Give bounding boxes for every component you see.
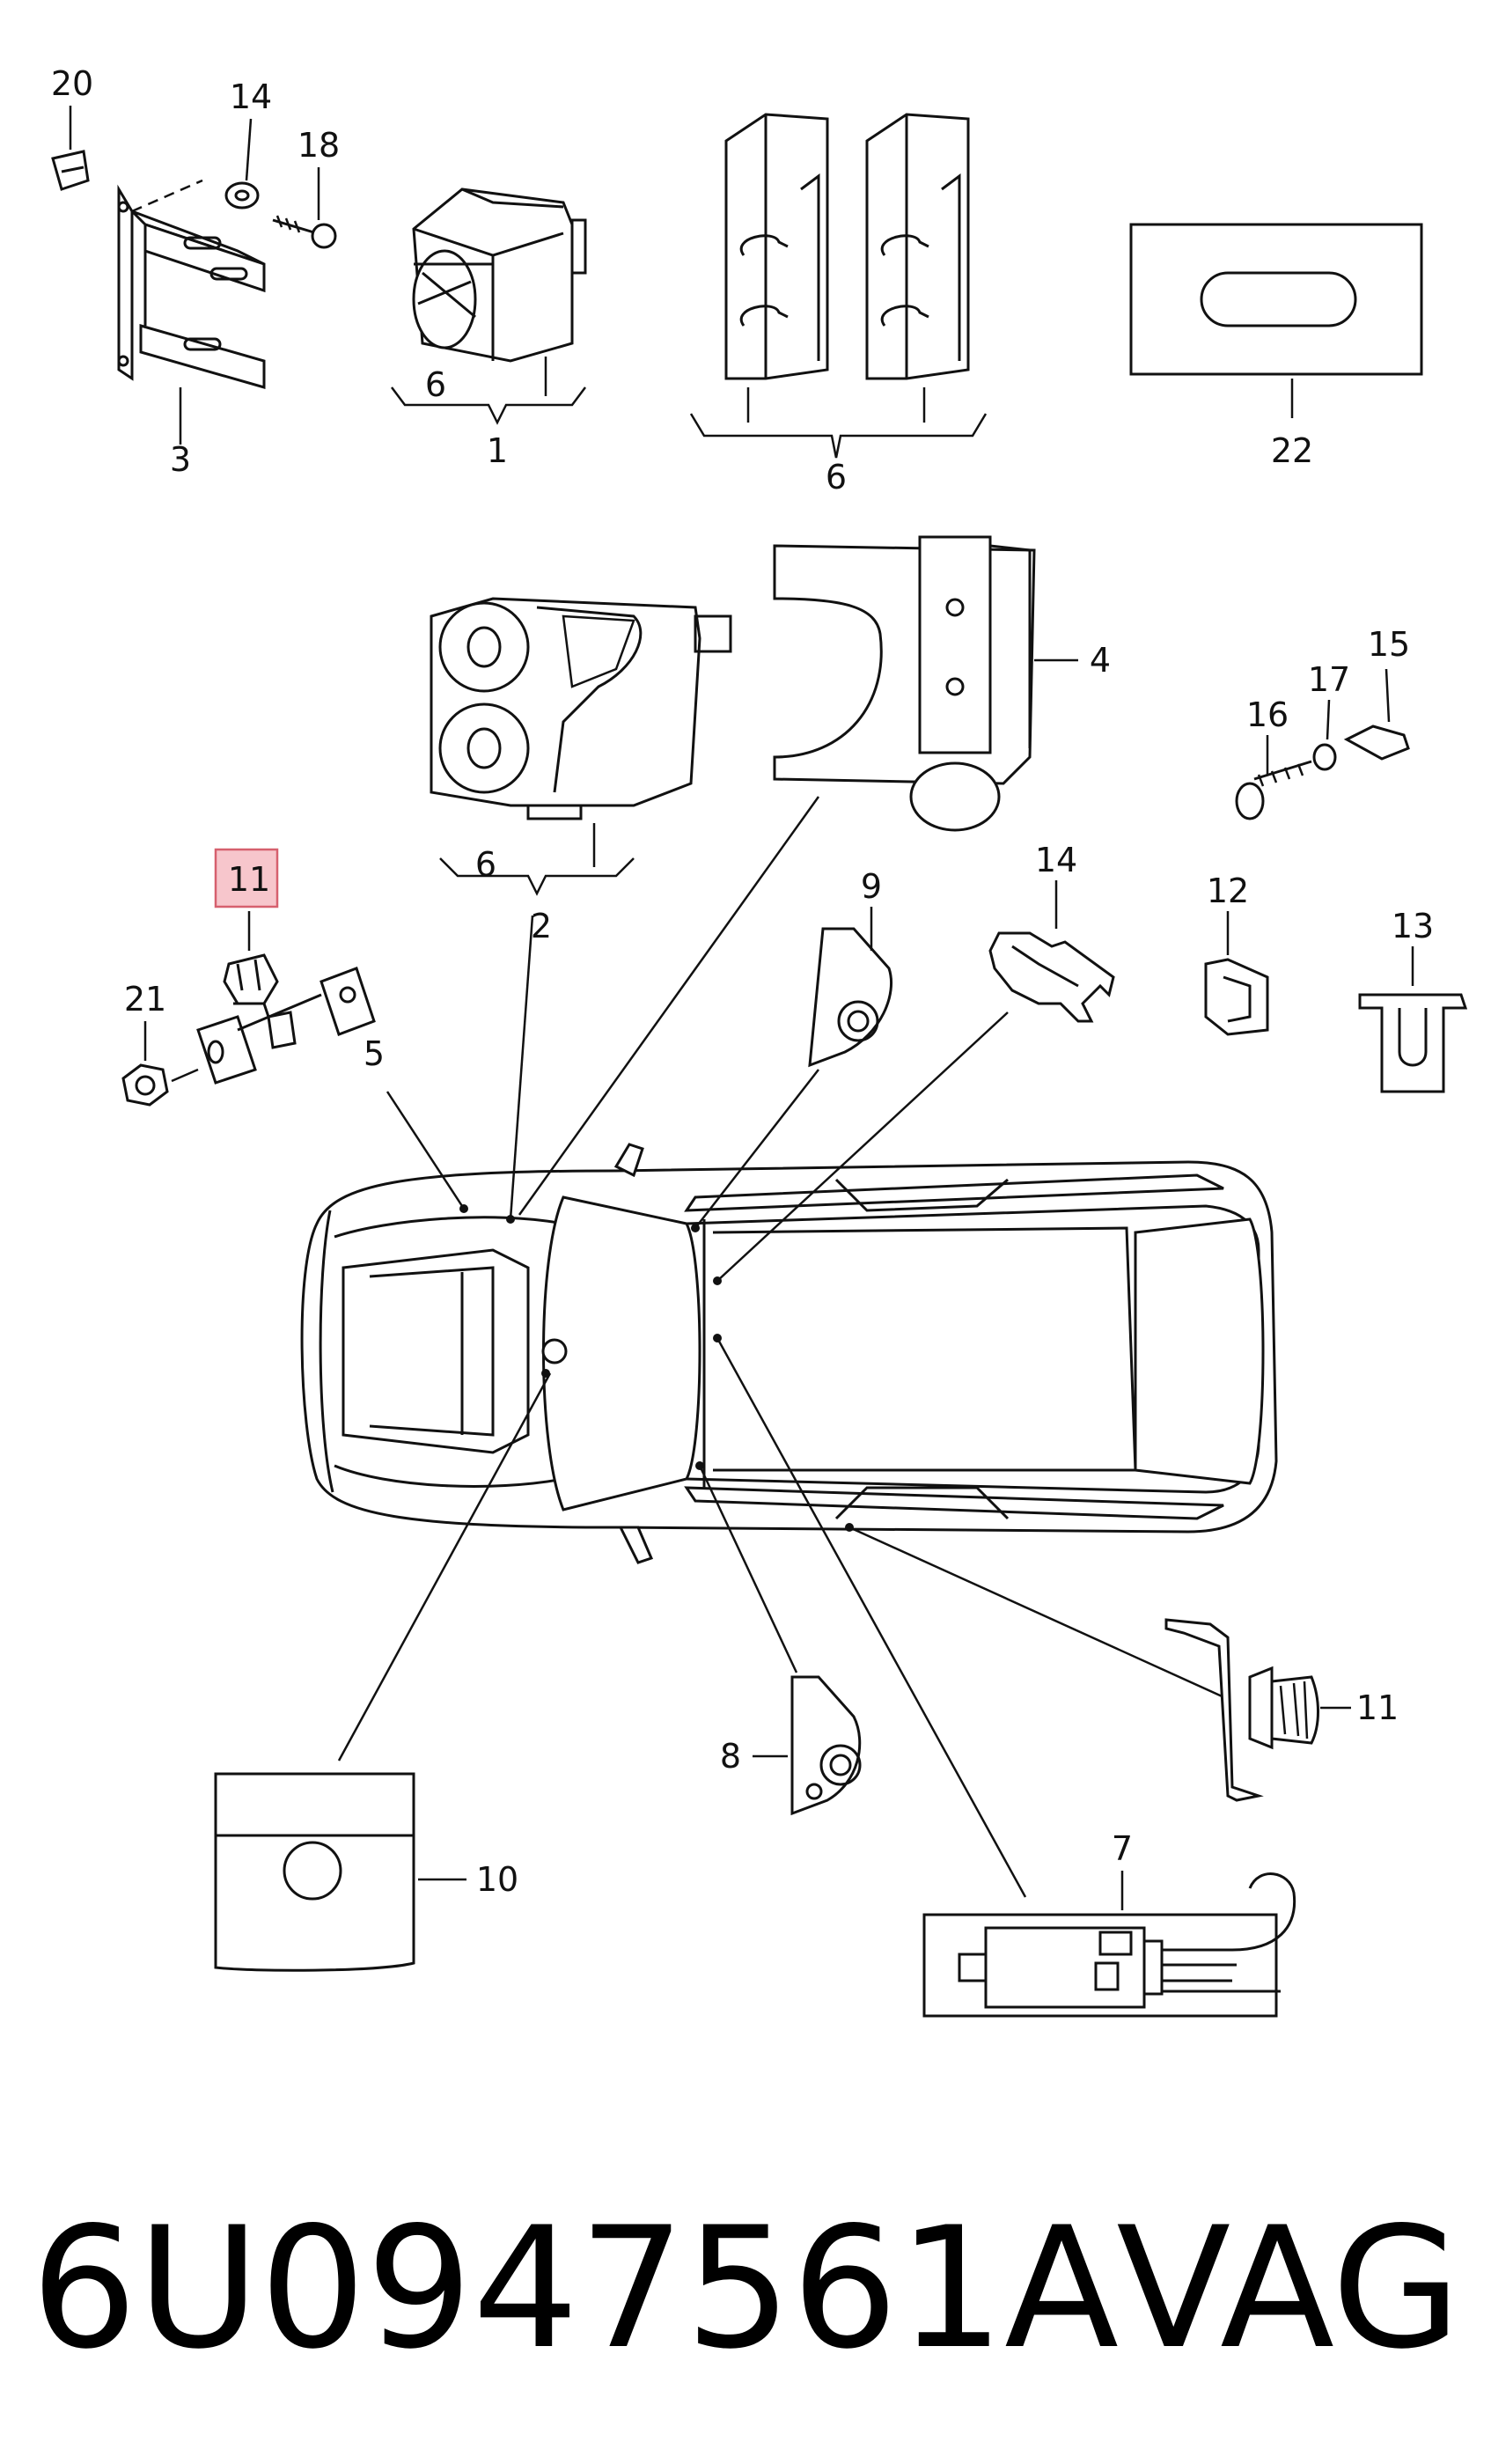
part-3-bracket <box>117 179 266 389</box>
highlight-box-11 <box>214 848 279 908</box>
part-21-nut <box>121 1021 199 1107</box>
parts-15-16-17-fasteners <box>1235 668 1410 820</box>
part-10-plate <box>214 1772 466 1972</box>
part-8-bracket <box>753 1675 862 1816</box>
callout-7: 7 <box>1112 1829 1133 1868</box>
car-top-view <box>300 1143 1278 1564</box>
callout-11-right: 11 <box>1356 1688 1399 1727</box>
callout-1: 1 <box>487 431 508 470</box>
callout-22: 22 <box>1271 431 1313 470</box>
callout-21: 21 <box>124 980 166 1019</box>
brace-6 <box>689 413 988 459</box>
callout-14-top: 14 <box>230 77 272 116</box>
callout-6-left: 6 <box>425 365 446 404</box>
part-4-holder <box>773 535 1078 832</box>
part-number: 6U0947561A <box>31 2191 1119 2386</box>
callout-18: 18 <box>297 126 340 165</box>
callout-16: 16 <box>1246 695 1289 734</box>
part-14-clip <box>988 880 1115 1023</box>
part-12-clip <box>1204 911 1269 1036</box>
leader-lines <box>337 796 1229 1898</box>
callout-8: 8 <box>720 1737 741 1776</box>
callout-4: 4 <box>1090 641 1111 680</box>
callout-6-mid: 6 <box>475 845 496 884</box>
callout-15: 15 <box>1368 625 1410 664</box>
brace-2 <box>439 857 635 896</box>
callout-12: 12 <box>1207 872 1249 910</box>
callout-9: 9 <box>861 867 882 906</box>
part-6-covers <box>724 113 970 380</box>
part-18-screw <box>272 167 337 249</box>
callout-10: 10 <box>476 1860 518 1899</box>
part-14-washer <box>224 118 260 210</box>
part-7-harness <box>922 1871 1296 2018</box>
part-1-sensor-housing <box>412 188 587 363</box>
part-9-bracket <box>808 907 893 1068</box>
part-13-clip <box>1358 946 1468 1093</box>
callout-13: 13 <box>1392 907 1434 945</box>
part-2-sensor-housing <box>430 597 732 820</box>
part-20-clip <box>51 106 90 191</box>
callout-2: 2 <box>531 907 552 945</box>
part-11-clip-right <box>1164 1618 1351 1802</box>
callout-14-mid: 14 <box>1035 841 1077 879</box>
callout-11-highlighted: 11 <box>228 860 270 899</box>
brand-label: VAG <box>1116 2191 1461 2386</box>
callout-5: 5 <box>364 1034 385 1073</box>
callout-20: 20 <box>51 64 93 103</box>
callout-labels: 20 14 18 3 6 1 6 22 4 6 2 15 17 16 11 21… <box>51 64 1434 1899</box>
callout-6-top: 6 <box>826 458 847 496</box>
callout-3: 3 <box>170 440 191 479</box>
brace-1 <box>391 386 586 425</box>
part-22-pad <box>1129 223 1423 418</box>
part-5-bracket-with-11 <box>196 953 376 1085</box>
callout-17: 17 <box>1308 660 1350 699</box>
